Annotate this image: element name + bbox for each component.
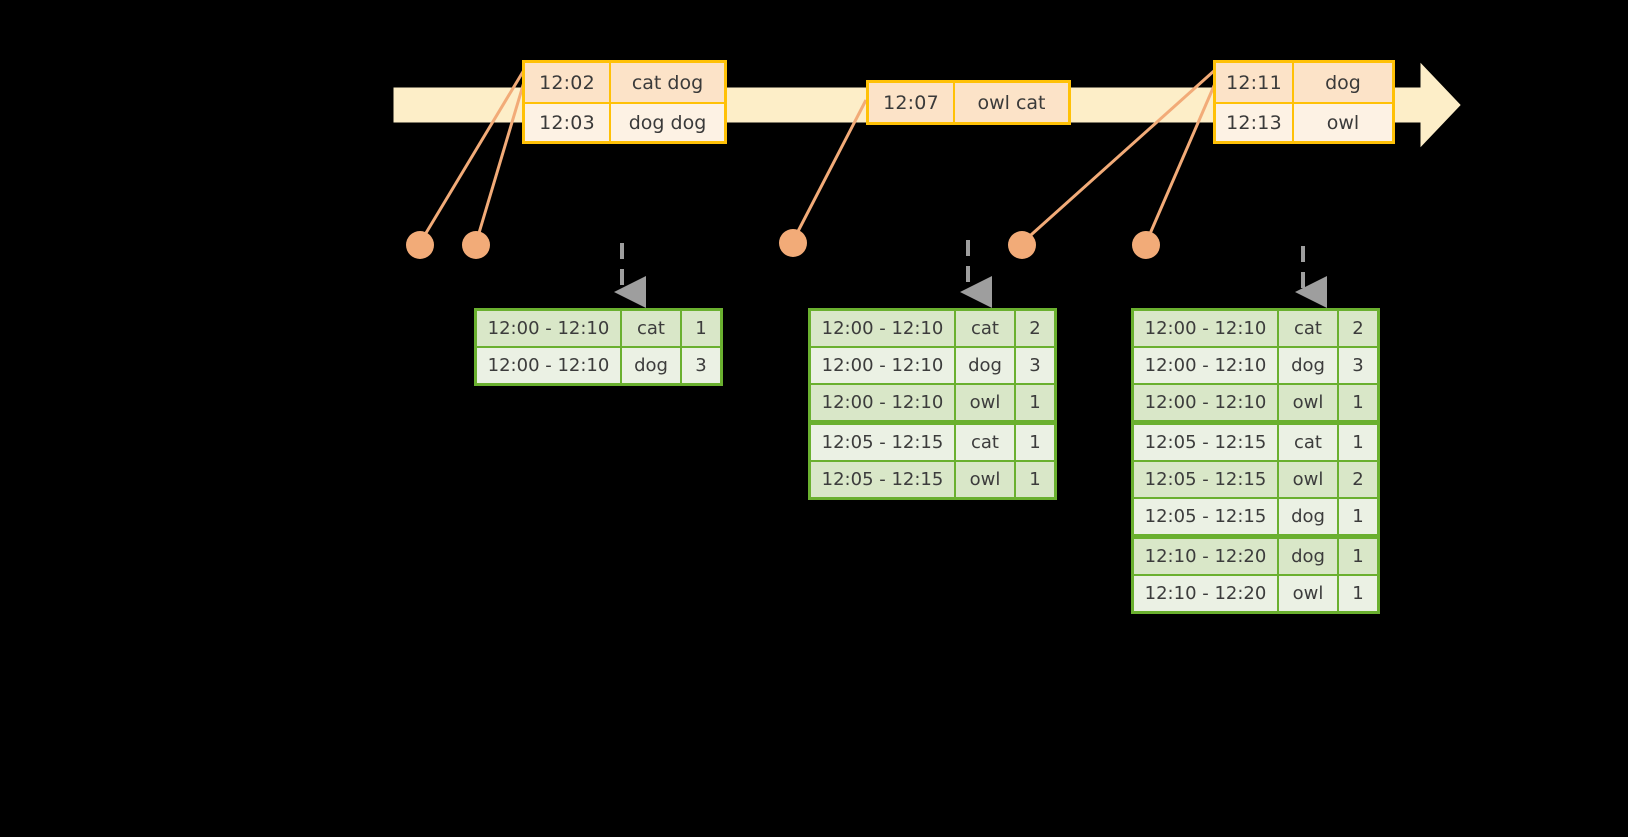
cell-window: 12:00 - 12:10: [1134, 385, 1277, 420]
event-dot-1: [406, 231, 434, 259]
cell-key: dog: [1279, 348, 1337, 383]
down-arrows-group: [614, 240, 1327, 308]
cell-window: 12:00 - 12:10: [1134, 348, 1277, 383]
cell-key: owl: [1279, 462, 1337, 497]
cell-window: 12:00 - 12:10: [477, 311, 620, 346]
cell-window: 12:05 - 12:15: [1134, 462, 1277, 497]
cell-key: dog: [622, 348, 680, 383]
cell-key: cat: [1279, 425, 1337, 460]
cell-count: 1: [1016, 425, 1054, 460]
cell-key: dog: [1279, 499, 1337, 534]
cell-key: owl: [956, 385, 1014, 420]
event-box-3[interactable]: 12:11 dog 12:13 owl: [1213, 60, 1395, 144]
cell-window: 12:00 - 12:10: [811, 385, 954, 420]
event-value: dog: [1325, 71, 1361, 94]
event-value: owl: [1326, 111, 1360, 134]
event-value: cat dog: [631, 71, 704, 94]
cell-window: 12:00 - 12:10: [811, 311, 954, 346]
cell-key: owl: [1279, 385, 1337, 420]
cell-window: 12:05 - 12:15: [811, 425, 954, 460]
event-value: owl cat: [977, 91, 1046, 114]
event-dots-group: [406, 229, 1160, 259]
cell-count: 1: [1339, 385, 1377, 420]
event-box-1[interactable]: 12:02 cat dog 12:03 dog dog: [522, 60, 727, 144]
event-time: 12:07: [869, 83, 955, 122]
cell-window: 12:10 - 12:20: [1134, 539, 1277, 574]
cell-count: 1: [1339, 576, 1377, 611]
cell-window: 12:00 - 12:10: [477, 348, 620, 383]
cell-key: dog: [956, 348, 1014, 383]
event-time: 12:02: [525, 63, 611, 102]
cell-window: 12:05 - 12:15: [1134, 425, 1277, 460]
cell-key: cat: [1279, 311, 1337, 346]
cell-count: 3: [1339, 348, 1377, 383]
event-dot-3: [779, 229, 807, 257]
cell-window: 12:00 - 12:10: [1134, 311, 1277, 346]
event-time: 12:13: [1216, 104, 1294, 141]
cell-count: 1: [1339, 539, 1377, 574]
cell-key: dog: [1279, 539, 1337, 574]
event-dot-5: [1132, 231, 1160, 259]
cell-count: 2: [1339, 462, 1377, 497]
cell-window: 12:05 - 12:15: [811, 462, 954, 497]
cell-window: 12:00 - 12:10: [811, 348, 954, 383]
cell-key: owl: [956, 462, 1014, 497]
cell-count: 1: [682, 311, 720, 346]
cell-window: 12:05 - 12:15: [1134, 499, 1277, 534]
cell-key: cat: [622, 311, 680, 346]
event-dot-2: [462, 231, 490, 259]
cell-key: owl: [1279, 576, 1337, 611]
cell-count: 1: [1339, 425, 1377, 460]
event-time: 12:03: [525, 104, 611, 141]
event-value: dog dog: [628, 111, 707, 134]
cell-count: 3: [1016, 348, 1054, 383]
cell-count: 2: [1016, 311, 1054, 346]
event-row: 12:02 cat dog: [525, 63, 724, 102]
event-row: 12:13 owl: [1216, 102, 1392, 141]
event-row: 12:07 owl cat: [869, 83, 1068, 122]
event-dot-4: [1008, 231, 1036, 259]
event-time: 12:11: [1216, 63, 1294, 102]
cell-count: 2: [1339, 311, 1377, 346]
cell-count: 1: [1339, 499, 1377, 534]
event-row: 12:03 dog dog: [525, 102, 724, 141]
cell-count: 3: [682, 348, 720, 383]
event-box-2[interactable]: 12:07 owl cat: [866, 80, 1071, 125]
cell-count: 1: [1016, 462, 1054, 497]
event-row: 12:11 dog: [1216, 63, 1392, 102]
cell-key: cat: [956, 311, 1014, 346]
cell-count: 1: [1016, 385, 1054, 420]
cell-key: cat: [956, 425, 1014, 460]
cell-window: 12:10 - 12:20: [1134, 576, 1277, 611]
